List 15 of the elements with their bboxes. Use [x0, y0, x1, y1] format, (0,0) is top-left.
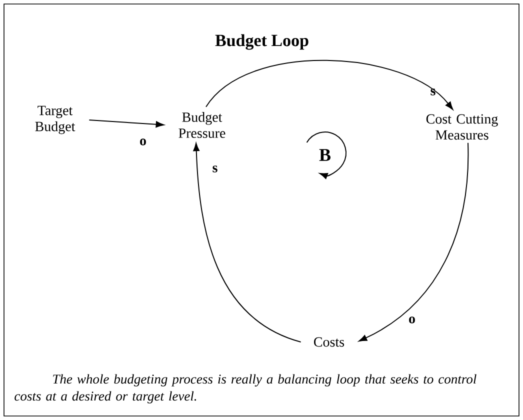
polarity-label: s — [430, 88, 436, 96]
polarity-label: o — [140, 138, 146, 146]
arrow — [206, 60, 454, 110]
arrow — [88, 120, 164, 128]
variable-label: Cost Cutting Measures — [426, 114, 498, 140]
polarity-label: s — [212, 166, 218, 172]
variable-label: Target Budget — [35, 106, 76, 134]
polarity-label: o — [409, 316, 415, 324]
caption: The whole budgeting process is really a balancing loop that seeks to control costs at a desired or target level. — [14, 374, 476, 404]
title: Budget Loop — [215, 34, 308, 50]
arrow — [193, 142, 302, 342]
loop-label: B — [319, 149, 330, 161]
arrow — [358, 142, 469, 342]
variable-label: Budget Pressure — [178, 112, 226, 138]
variable-label: Costs — [314, 337, 344, 347]
